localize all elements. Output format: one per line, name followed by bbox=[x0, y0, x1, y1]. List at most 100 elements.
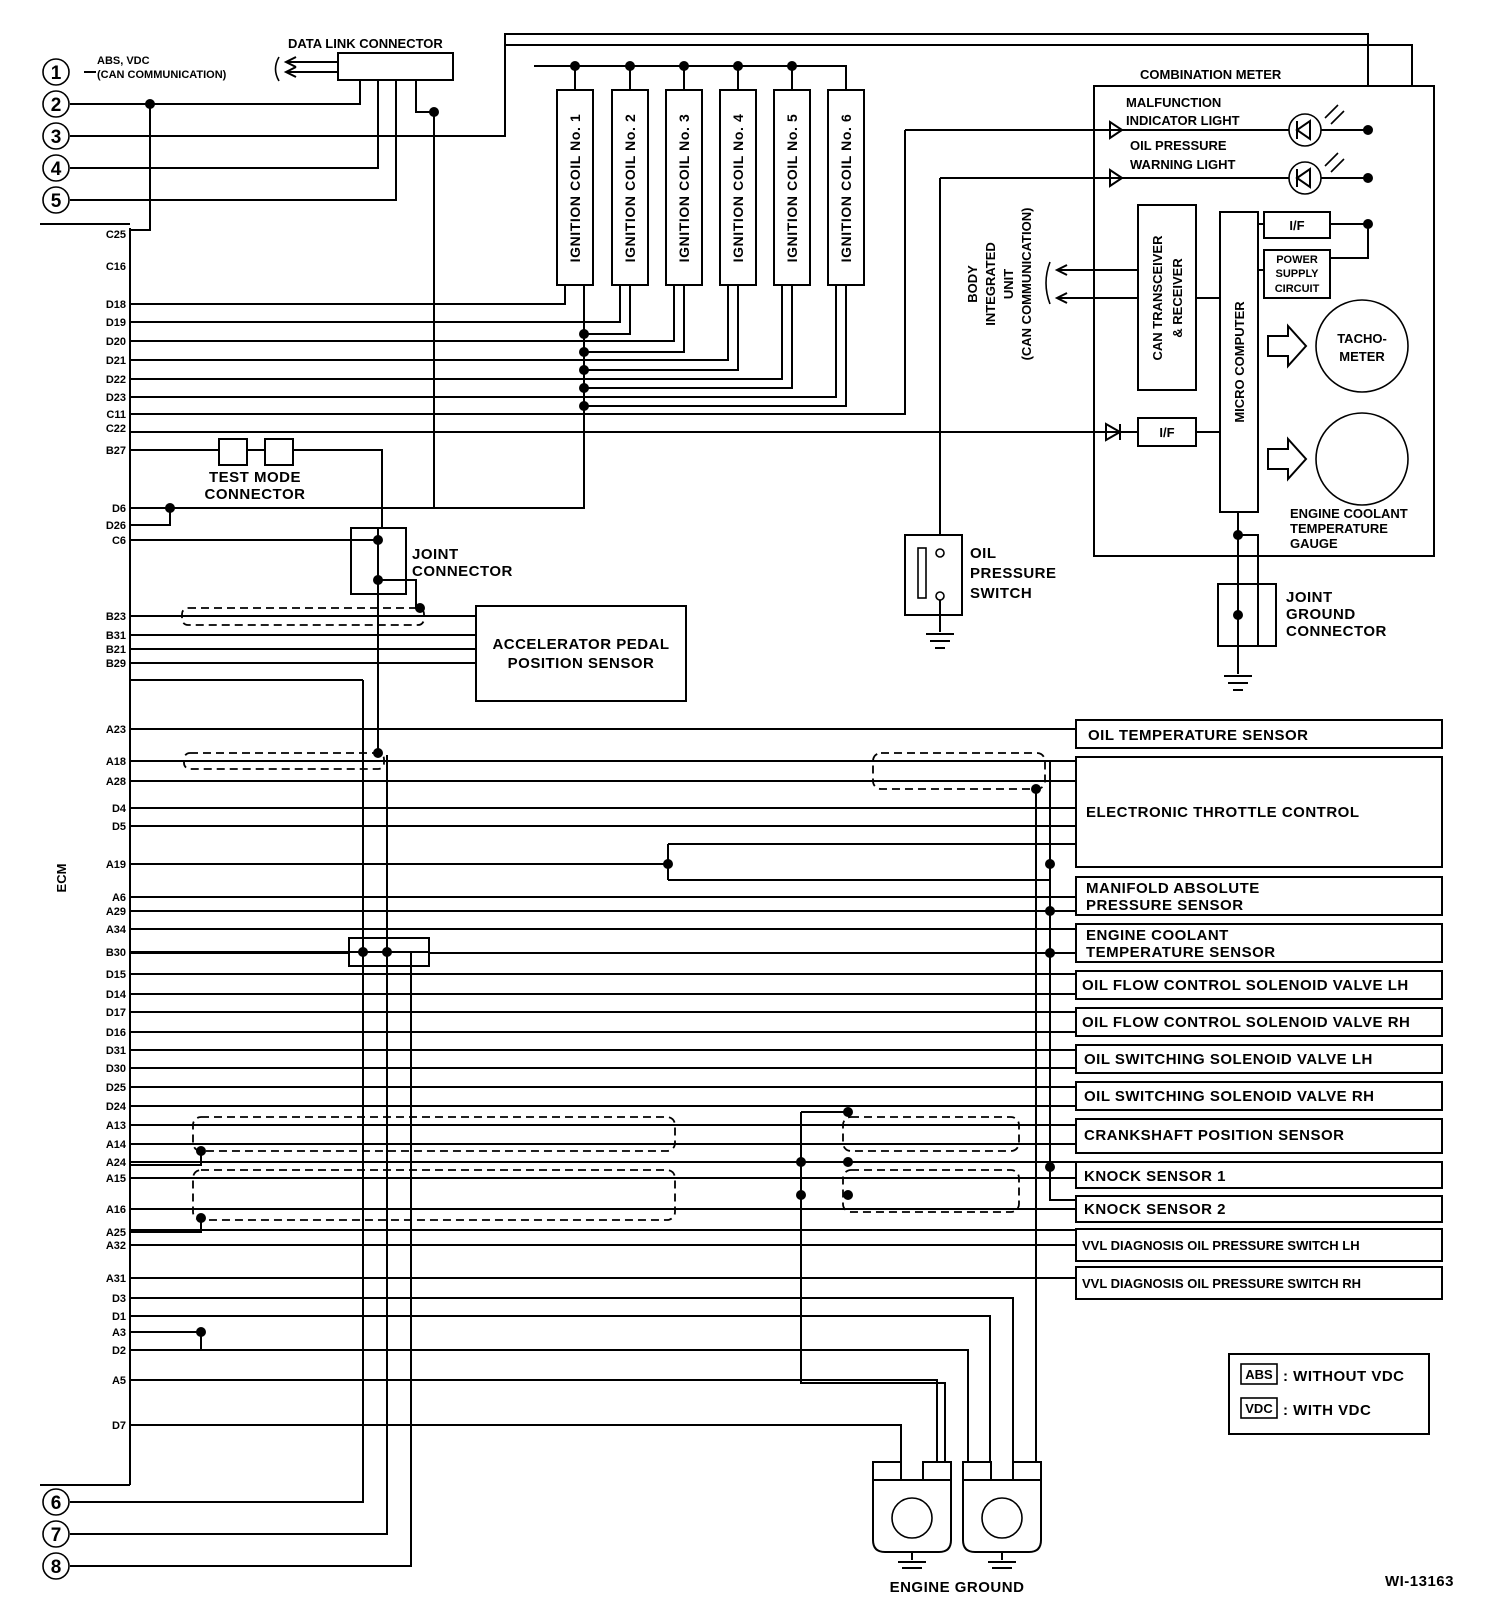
ecm-pin-d20: D20 bbox=[106, 336, 126, 348]
psu-line3: CIRCUIT bbox=[1275, 283, 1320, 295]
connector-5: 5 bbox=[42, 186, 70, 214]
engine-ground-label: ENGINE GROUND bbox=[890, 1579, 1025, 1596]
left-connectors: 1 2 3 4 5 bbox=[42, 58, 70, 214]
ecm-pin-d5: D5 bbox=[112, 821, 126, 833]
ecm-pin-a13: A13 bbox=[106, 1120, 126, 1132]
oil-switch-line1: OIL bbox=[970, 545, 997, 562]
ecm-pin-d19: D19 bbox=[106, 317, 126, 329]
ecm-pin-d2: D2 bbox=[112, 1345, 126, 1357]
ignition-coil-5-box bbox=[773, 89, 811, 286]
ckp-box bbox=[1075, 1118, 1443, 1154]
ecm-pin-a31: A31 bbox=[106, 1273, 126, 1285]
dlc-note-line1: ABS, VDC bbox=[97, 55, 150, 67]
ecm-pin-b21: B21 bbox=[106, 644, 126, 656]
ecm-pin-a3: A3 bbox=[112, 1327, 126, 1339]
ecm-pin-a6: A6 bbox=[112, 892, 126, 904]
ecm-pin-d18: D18 bbox=[106, 299, 126, 311]
connector-2-label: 2 bbox=[51, 95, 62, 116]
ecm-pin-d4: D4 bbox=[112, 803, 127, 815]
etc-box bbox=[1075, 756, 1443, 868]
ignition-coil-2-label: IGNITION COIL No. 2 bbox=[622, 114, 638, 263]
jgc-line1: JOINT bbox=[1286, 589, 1333, 606]
ecm-pin-d24: D24 bbox=[106, 1101, 127, 1113]
gauge-arrow-icon bbox=[1267, 436, 1308, 482]
ecm-pin-a5: A5 bbox=[112, 1375, 126, 1387]
knock-sensor-2: KNOCK SENSOR 2 bbox=[1084, 1201, 1226, 1218]
can-transceiver-line1: CAN TRANSCEIVER bbox=[1150, 235, 1165, 361]
psu-line1: POWER bbox=[1276, 254, 1318, 266]
legend: ABS : WITHOUT VDC VDC : WITH VDC bbox=[1228, 1353, 1430, 1435]
ofc-lh: OIL FLOW CONTROL SOLENOID VALVE LH bbox=[1082, 977, 1409, 994]
test-mode-line2: CONNECTOR bbox=[205, 486, 306, 503]
ect-gauge-line1: ENGINE COOLANT bbox=[1290, 506, 1408, 521]
mil-label-line2: INDICATOR LIGHT bbox=[1126, 113, 1240, 128]
vvl-lh-box bbox=[1075, 1228, 1443, 1262]
ecm-pin-c22: C22 bbox=[106, 423, 126, 435]
ecm-pin-list: C25C16D18D19D20D21D22D23C11C22B27D6D26C6… bbox=[106, 229, 127, 1432]
app-sensor-line2: POSITION SENSOR bbox=[508, 655, 655, 672]
connector-8-label: 8 bbox=[51, 1557, 62, 1578]
connector-1: 1 bbox=[42, 58, 70, 86]
ecm-pin-a25: A25 bbox=[106, 1227, 126, 1239]
dlc-note-line2: (CAN COMMUNICATION) bbox=[97, 69, 227, 81]
ecm-pin-d23: D23 bbox=[106, 392, 126, 404]
tacho-line1: TACHO- bbox=[1337, 331, 1387, 346]
ecm-pin-d1: D1 bbox=[112, 1311, 126, 1323]
oil-pressure-switch: OIL PRESSURE SWITCH bbox=[904, 178, 1056, 649]
oil-warning-label-line1: OIL PRESSURE bbox=[1130, 138, 1227, 153]
oil-warning-label-line2: WARNING LIGHT bbox=[1130, 157, 1235, 172]
ecm-pin-b23: B23 bbox=[106, 611, 126, 623]
oil-temp-sensor-box bbox=[1075, 719, 1443, 749]
engine-ground-left-icon bbox=[872, 1479, 952, 1569]
connector-6-label: 6 bbox=[51, 1493, 62, 1514]
legend-abs-text: : WITHOUT VDC bbox=[1283, 1368, 1404, 1385]
micro-computer-label: MICRO COMPUTER bbox=[1232, 301, 1247, 423]
ecm-pin-d22: D22 bbox=[106, 374, 126, 386]
knock1-box bbox=[1075, 1161, 1443, 1189]
vvl-lh: VVL DIAGNOSIS OIL PRESSURE SWITCH LH bbox=[1082, 1238, 1360, 1253]
mil-label-line1: MALFUNCTION bbox=[1126, 95, 1221, 110]
can-transceiver-line2: & RECEIVER bbox=[1170, 258, 1185, 338]
ignition-signal-wires bbox=[130, 285, 847, 509]
ecm-pin-a34: A34 bbox=[106, 924, 127, 936]
engine-ground: ENGINE GROUND bbox=[130, 1297, 1042, 1596]
connector-3: 3 bbox=[42, 122, 70, 150]
ecm-label: ECM bbox=[54, 864, 69, 893]
connector-7: 7 bbox=[42, 1520, 70, 1548]
ecm-pin-d31: D31 bbox=[106, 1045, 126, 1057]
connector-1-label: 1 bbox=[51, 63, 62, 84]
jgc-line3: CONNECTOR bbox=[1286, 623, 1387, 640]
ecm-pin-d30: D30 bbox=[106, 1063, 126, 1075]
map-sensor-line1: MANIFOLD ABSOLUTE bbox=[1086, 880, 1260, 897]
ecm-pin-a14: A14 bbox=[106, 1139, 127, 1151]
right-sensors: OIL TEMPERATURE SENSOR ELECTRONIC THROTT… bbox=[130, 719, 1443, 1300]
body-unit-line4: (CAN COMMUNICATION) bbox=[1019, 208, 1034, 361]
body-unit-line3: UNIT bbox=[1001, 269, 1016, 299]
osv-lh-box bbox=[1075, 1044, 1443, 1074]
accelerator-pedal-sensor: ACCELERATOR PEDAL POSITION SENSOR bbox=[130, 603, 687, 702]
vvl-rh: VVL DIAGNOSIS OIL PRESSURE SWITCH RH bbox=[1082, 1276, 1361, 1291]
ecm-pin-c25: C25 bbox=[106, 229, 126, 241]
ect-sensor-box bbox=[1075, 923, 1443, 963]
connector-7-label: 7 bbox=[51, 1525, 62, 1546]
power-supply-block bbox=[1263, 249, 1331, 299]
connector-4-label: 4 bbox=[51, 159, 62, 180]
ecm-pin-d21: D21 bbox=[106, 355, 126, 367]
ecm-pin-a29: A29 bbox=[106, 906, 126, 918]
ecm-pin-a32: A32 bbox=[106, 1240, 126, 1252]
ofc-rh: OIL FLOW CONTROL SOLENOID VALVE RH bbox=[1082, 1014, 1410, 1031]
ignition-coil-5-label: IGNITION COIL No. 5 bbox=[784, 114, 800, 263]
test-mode-connector: TEST MODE CONNECTOR bbox=[130, 438, 383, 540]
legend-vdc-tag: VDC bbox=[1245, 1401, 1273, 1416]
ecm-pin-d6: D6 bbox=[112, 503, 126, 515]
test-mode-line1: TEST MODE bbox=[209, 469, 301, 486]
ecm-pin-a18: A18 bbox=[106, 756, 126, 768]
electronic-throttle-control: ELECTRONIC THROTTLE CONTROL bbox=[1086, 804, 1359, 821]
body-integrated-unit: BODY INTEGRATED UNIT (CAN COMMUNICATION) bbox=[965, 208, 1138, 361]
ecm-pin-a28: A28 bbox=[106, 776, 126, 788]
ecm-pin-b31: B31 bbox=[106, 630, 126, 642]
bottom-connectors: 6 7 8 bbox=[42, 1488, 70, 1580]
joint-ground-connector: JOINT GROUND CONNECTOR bbox=[1217, 583, 1387, 691]
ignition-coil-1-label: IGNITION COIL No. 1 bbox=[567, 114, 583, 263]
